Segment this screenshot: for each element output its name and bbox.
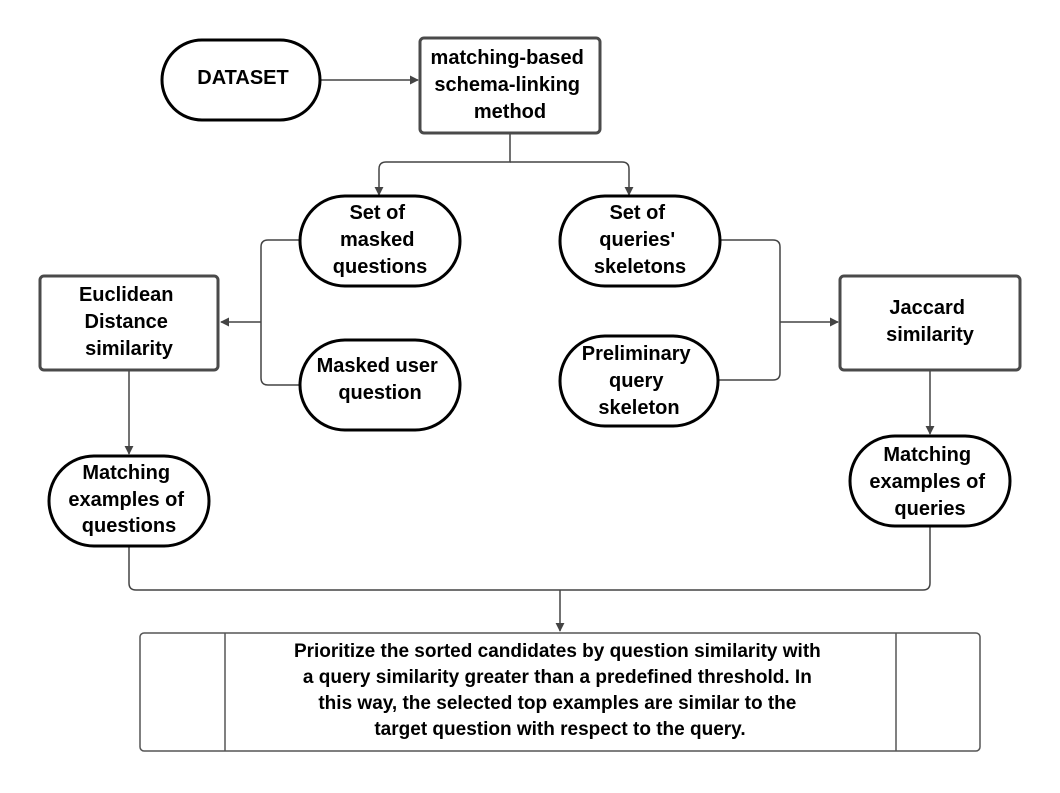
connector-matching-queries-to-prioritize — [560, 526, 931, 591]
node-masked-user-question-label: Masked user question — [317, 355, 444, 404]
node-matching-queries-label: Matching examples of queries — [869, 444, 990, 520]
node-schema-linking: matching-based schema-linking method — [418, 36, 602, 135]
node-masked-user-question: Masked user question — [298, 338, 462, 432]
node-euclidean-label: Euclidean Distance similarity — [79, 284, 179, 360]
node-dataset-label: DATASET — [197, 67, 288, 89]
node-euclidean: Euclidean Distance similarity — [38, 274, 220, 372]
node-masked-questions-label: Set of masked questions — [333, 202, 427, 278]
node-prioritize-label: Prioritize the sorted candidates by ques… — [294, 641, 826, 740]
node-queries-skeletons: Set of queries' skeletons — [558, 194, 722, 288]
connector-masked-questions-to-euclidean — [260, 239, 300, 322]
node-jaccard: Jaccard similarity — [838, 274, 1022, 372]
connector-queries-skeletons-to-jaccard — [690, 239, 781, 322]
node-matching-queries: Matching examples of queries — [848, 434, 1012, 528]
connector-matching-questions-to-prioritize — [128, 546, 560, 591]
connectors — [124, 75, 935, 632]
connector-masked-user-question-to-euclidean — [260, 322, 300, 386]
connector-schema-linking-to-queries-skeletons — [510, 161, 634, 196]
node-preliminary-skeleton-label: Preliminary query skeleton — [582, 343, 697, 419]
node-preliminary-skeleton: Preliminary query skeleton — [558, 334, 720, 428]
node-jaccard-label: Jaccard similarity — [886, 297, 975, 346]
connector-preliminary-skeleton-to-jaccard — [718, 322, 781, 381]
connector-schema-linking-to-masked-questions — [374, 133, 511, 196]
node-prioritize: Prioritize the sorted candidates by ques… — [139, 632, 981, 752]
node-dataset: DATASET — [160, 38, 322, 122]
node-matching-questions-label: Matching examples of questions — [68, 462, 189, 537]
node-masked-questions: Set of masked questions — [298, 194, 462, 288]
node-schema-linking-label: matching-based schema-linking method — [431, 47, 590, 123]
node-matching-questions: Matching examples of questions — [47, 454, 211, 548]
node-queries-skeletons-label: Set of queries' skeletons — [594, 202, 686, 278]
